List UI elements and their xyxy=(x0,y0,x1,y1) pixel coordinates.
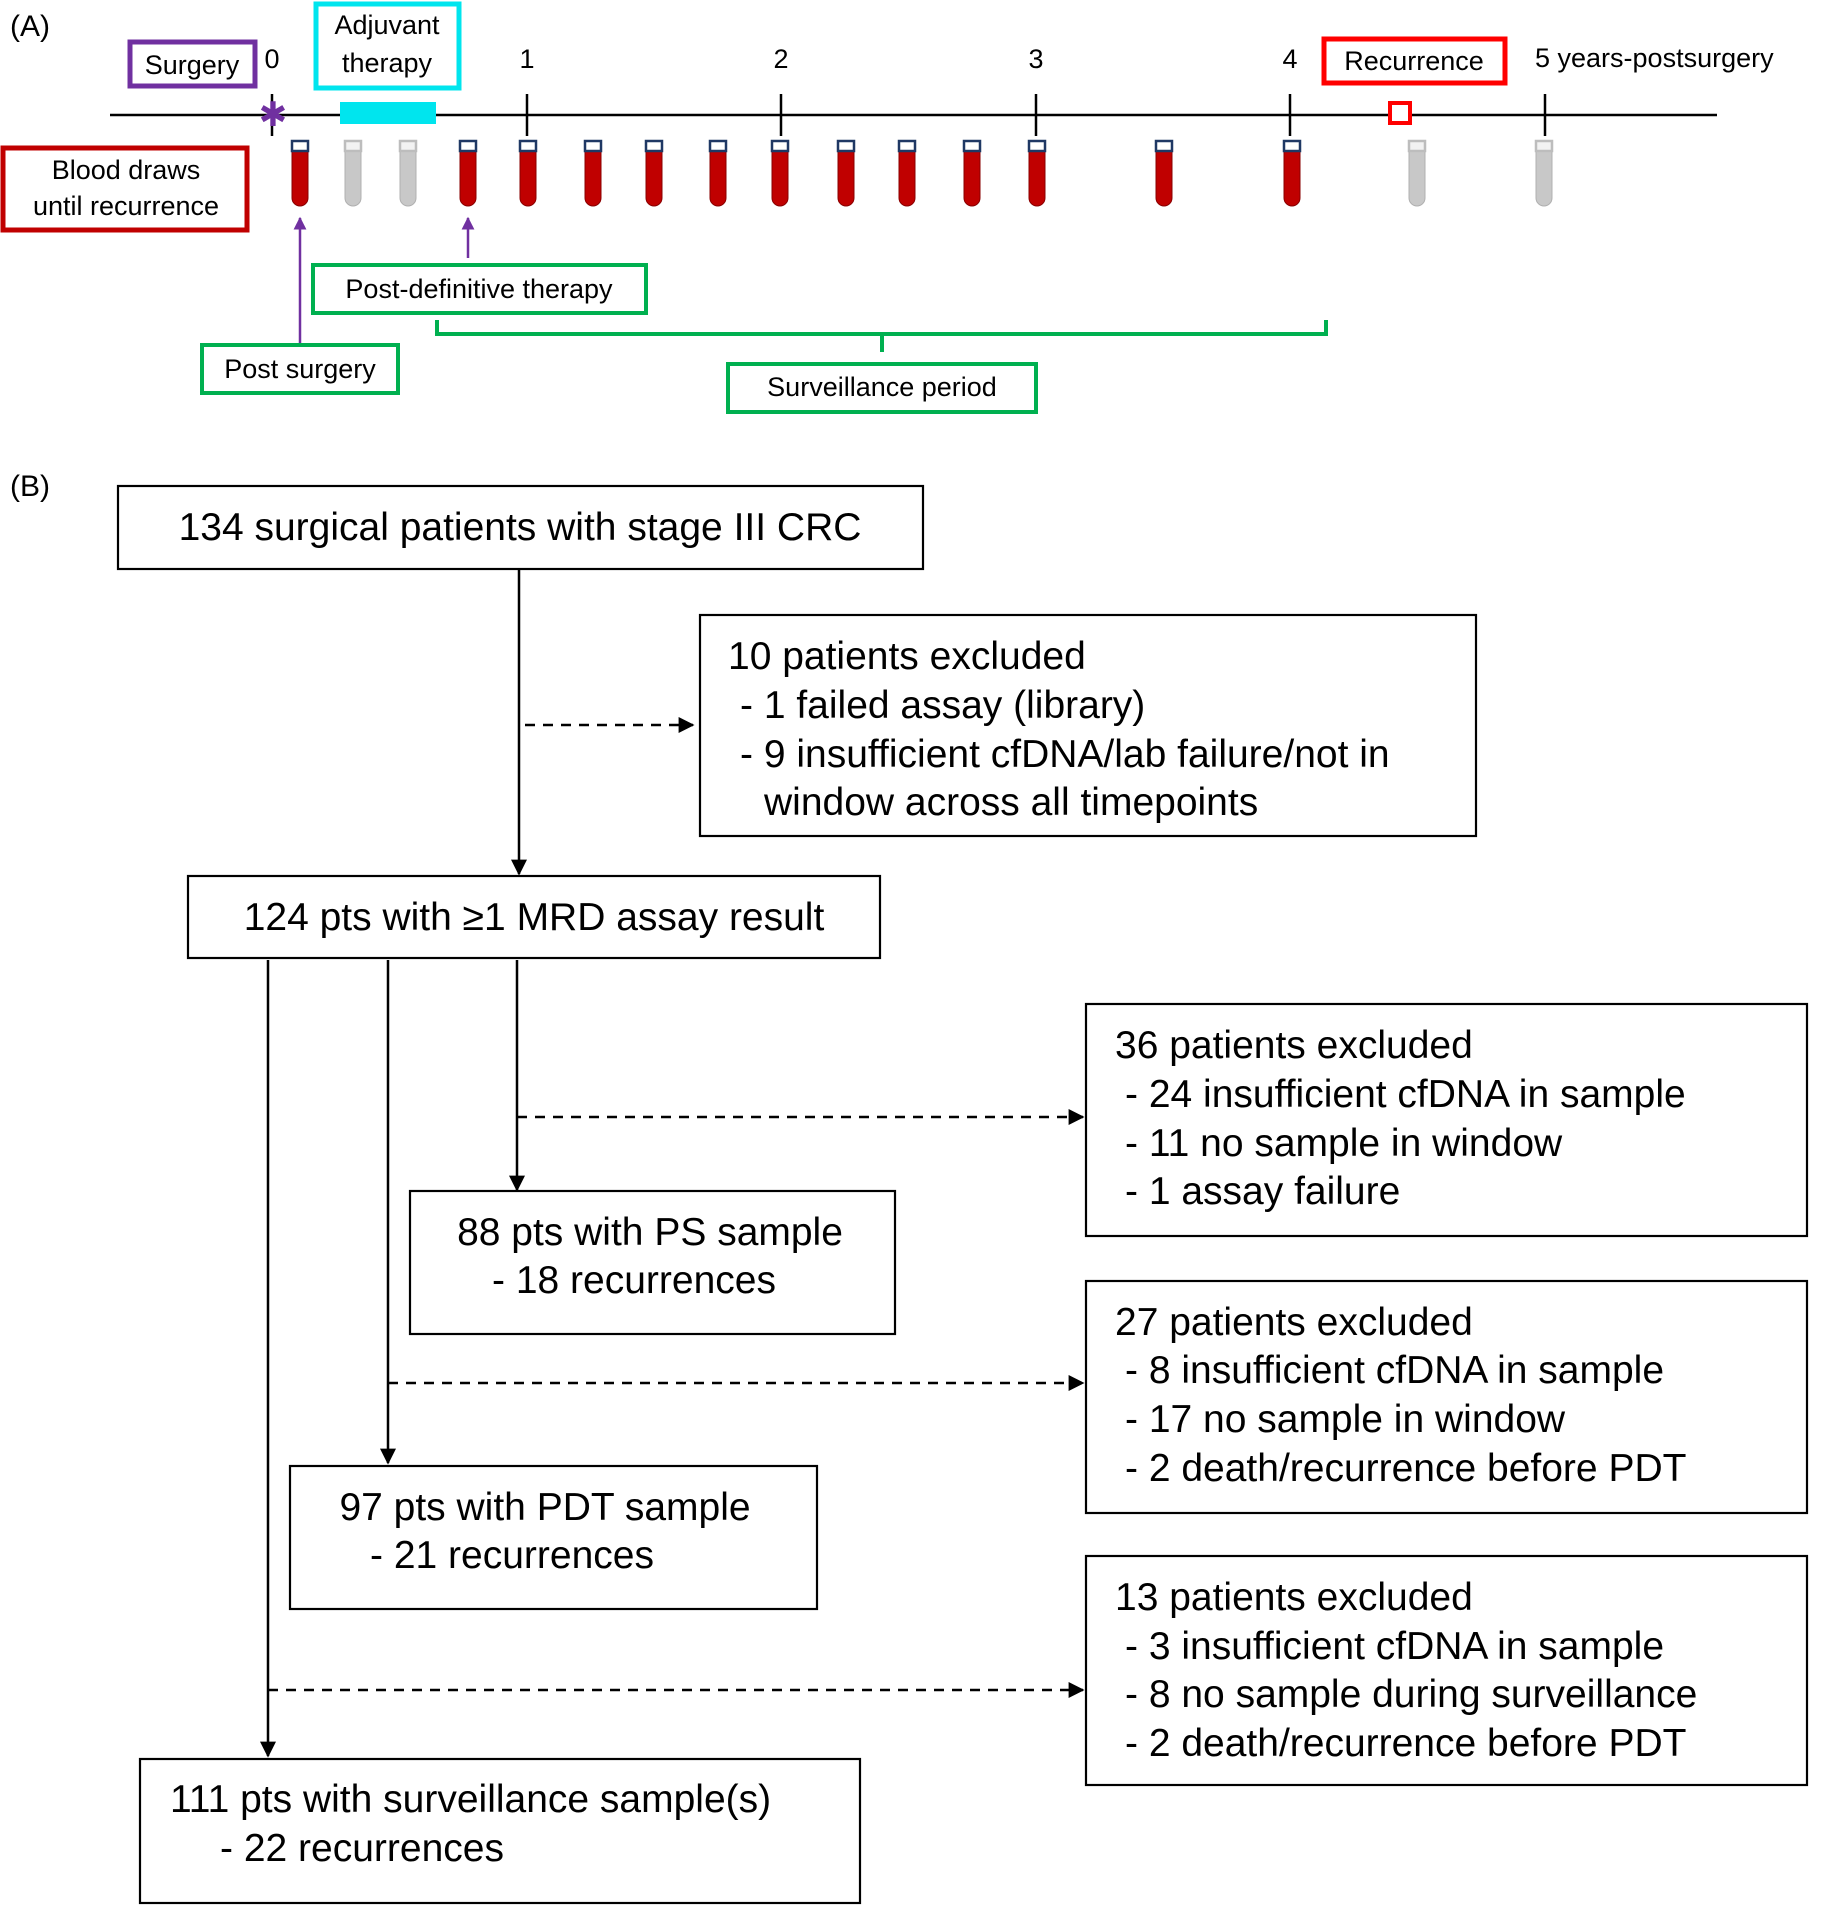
year-ticks: 0 1 2 3 4 xyxy=(264,44,1547,136)
box-enrolled xyxy=(116,484,925,571)
box-pdt-sample xyxy=(288,1464,819,1611)
blood-tube-icon xyxy=(398,139,418,207)
exclusion-1-item: - 9 insufficient cfDNA/lab failure/not i… xyxy=(740,733,1390,776)
surveillance-box xyxy=(726,362,1038,414)
surgery-label: Surgery xyxy=(145,50,240,80)
box-ps-sample-line1: 88 pts with PS sample xyxy=(457,1211,843,1254)
blood-tube-icon xyxy=(1407,139,1427,207)
blood-draws-label-line2: until recurrence xyxy=(33,191,219,221)
panel-a-label: (A) xyxy=(10,10,50,43)
box-mrd-result-text: 124 pts with ≥1 MRD assay result xyxy=(244,896,825,939)
recurrence-marker xyxy=(1388,101,1412,125)
box-exclusion-3 xyxy=(1084,1279,1809,1515)
blood-tube-icon xyxy=(1027,139,1047,207)
box-pdt-sample-line2: - 21 recurrences xyxy=(370,1534,654,1577)
exclusion-3-item: - 8 insufficient cfDNA in sample xyxy=(1125,1349,1664,1392)
blood-tube-icon xyxy=(290,139,310,207)
exclusion-3-item: - 2 death/recurrence before PDT xyxy=(1125,1447,1686,1490)
exclusion-2-item: - 1 assay failure xyxy=(1125,1170,1400,1213)
box-pdt-sample-line1: 97 pts with PDT sample xyxy=(339,1486,750,1529)
blood-tube-icon xyxy=(770,139,790,207)
recurrence-label: Recurrence xyxy=(1344,46,1484,76)
blood-tube-icon xyxy=(1282,139,1302,207)
surveillance-bracket xyxy=(435,320,1328,352)
panel-b-label: (B) xyxy=(10,470,50,503)
post-definitive-label: Post-definitive therapy xyxy=(345,274,613,304)
blood-tubes xyxy=(290,139,1554,207)
box-exclusion-2 xyxy=(1084,1002,1809,1238)
adjuvant-label-line1: Adjuvant xyxy=(334,10,440,40)
blood-tube-icon xyxy=(458,139,478,207)
box-surveillance-sample xyxy=(138,1757,862,1905)
flow-connectors xyxy=(260,570,1085,1758)
tick-label-0: 0 xyxy=(264,44,279,74)
box-ps-sample-line2: - 18 recurrences xyxy=(492,1259,776,1302)
exclusion-4-item: - 3 insufficient cfDNA in sample xyxy=(1125,1625,1664,1668)
exclusion-1-title: 10 patients excluded xyxy=(728,635,1086,678)
blood-tube-icon xyxy=(644,139,664,207)
box-enrolled-text: 134 surgical patients with stage III CRC xyxy=(179,506,862,549)
exclusion-4-item: - 2 death/recurrence before PDT xyxy=(1125,1722,1686,1765)
blood-tube-icon xyxy=(1534,139,1554,207)
blood-tube-icon xyxy=(518,139,538,207)
exclusion-2-item: - 11 no sample in window xyxy=(1125,1122,1563,1165)
recurrence-box xyxy=(1321,36,1508,86)
tick-label-4: 4 xyxy=(1282,44,1297,74)
blood-tube-icon xyxy=(708,139,728,207)
adjuvant-therapy-box xyxy=(313,1,462,91)
exclusion-1-item: - 1 failed assay (library) xyxy=(740,684,1145,727)
blood-draws-box xyxy=(0,145,250,233)
adjuvant-label-line2: therapy xyxy=(342,48,433,78)
box-surveillance-line2: - 22 recurrences xyxy=(220,1827,504,1870)
blood-tube-icon xyxy=(1154,139,1174,207)
post-surgery-box xyxy=(200,343,400,395)
box-ps-sample xyxy=(408,1189,897,1336)
post-definitive-box xyxy=(311,263,648,315)
exclusion-4-title: 13 patients excluded xyxy=(1115,1576,1473,1619)
exclusion-2-title: 36 patients excluded xyxy=(1115,1024,1473,1067)
blood-tube-icon xyxy=(962,139,982,207)
box-mrd-result xyxy=(186,874,882,960)
surgery-star-icon: ✱ xyxy=(259,95,288,135)
blood-tube-icon xyxy=(583,139,603,207)
exclusion-4-item: - 8 no sample during surveillance xyxy=(1125,1673,1697,1716)
exclusion-1-item: window across all timepoints xyxy=(763,781,1258,824)
five-years-label: 5 years-postsurgery xyxy=(1535,43,1774,73)
exclusion-2-item: - 24 insufficient cfDNA in sample xyxy=(1125,1073,1686,1116)
box-exclusion-1 xyxy=(698,613,1478,838)
surveillance-label: Surveillance period xyxy=(767,372,997,402)
box-surveillance-line1: 111 pts with surveillance sample(s) xyxy=(170,1778,771,1821)
surgery-box xyxy=(127,39,258,89)
tick-label-2: 2 xyxy=(773,44,788,74)
adjuvant-therapy-bar xyxy=(340,102,436,124)
panel-a-timeline: (A) Surgery Adjuvant therapy Recurrence … xyxy=(0,1,1774,414)
box-exclusion-4 xyxy=(1084,1554,1809,1787)
blood-tube-icon xyxy=(343,139,363,207)
tick-label-1: 1 xyxy=(519,44,534,74)
blood-draws-label-line1: Blood draws xyxy=(52,155,201,185)
post-surgery-label: Post surgery xyxy=(224,354,376,384)
blood-tube-icon xyxy=(897,139,917,207)
tick-label-3: 3 xyxy=(1028,44,1043,74)
exclusion-3-item: - 17 no sample in window xyxy=(1125,1398,1566,1441)
blood-tube-icon xyxy=(836,139,856,207)
panel-b-flowchart: (B) 134 surgical patients with stage III… xyxy=(10,470,1809,1905)
exclusion-3-title: 27 patients excluded xyxy=(1115,1301,1473,1344)
